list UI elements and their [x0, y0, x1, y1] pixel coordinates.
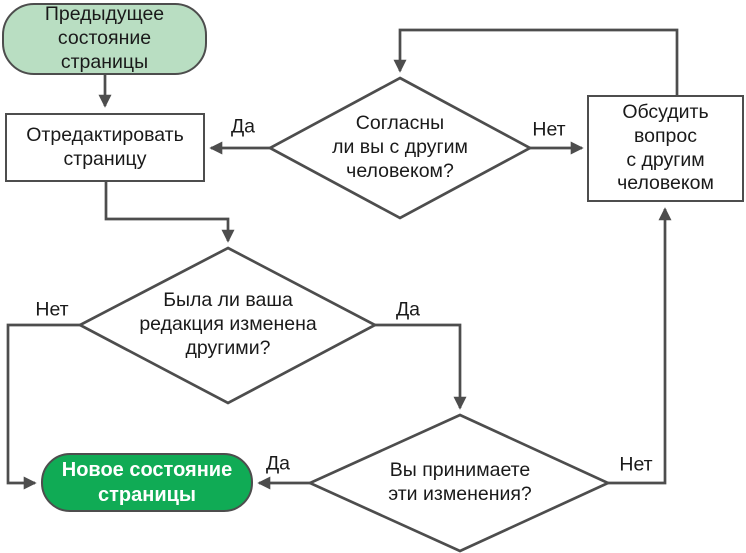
node-discuss-question: Обсудить вопрос с другим человеком	[587, 95, 744, 202]
edge-label-accept-no: Нет	[619, 453, 653, 476]
edge-label-changed-no: Нет	[35, 298, 69, 321]
node-edit-page: Отредактировать страницу	[5, 113, 205, 182]
edge-label-changed-yes: Да	[395, 298, 421, 321]
edge-label-agree-yes: Да	[230, 115, 256, 138]
edge-changed-no-to-new-state	[6, 323, 80, 490]
decision-agree-shape	[267, 76, 533, 220]
node-previous-state: Предыдущее состояние страницы	[2, 3, 207, 75]
decision-accept-changes-label: Вы принимаете эти изменения?	[388, 459, 532, 505]
edge-label-accept-yes: Да	[265, 452, 291, 475]
decision-edit-changed-label: Была ли ваша редакция изменена другими?	[139, 289, 317, 359]
edge-edit-to-edit-changed	[104, 182, 235, 243]
edge-changed-yes-to-accept	[375, 323, 467, 410]
edge-label-agree-no: Нет	[532, 118, 566, 141]
decision-agree-label: Согласны ли вы с другим человеком?	[332, 112, 468, 182]
decision-edit-changed-shape	[77, 246, 378, 405]
edge-discuss-to-agree-loop	[393, 28, 679, 95]
decision-accept-changes-shape	[306, 413, 612, 553]
node-new-state: Новое состояние страницы	[41, 453, 253, 512]
edge-accept-no-to-discuss	[608, 207, 672, 485]
